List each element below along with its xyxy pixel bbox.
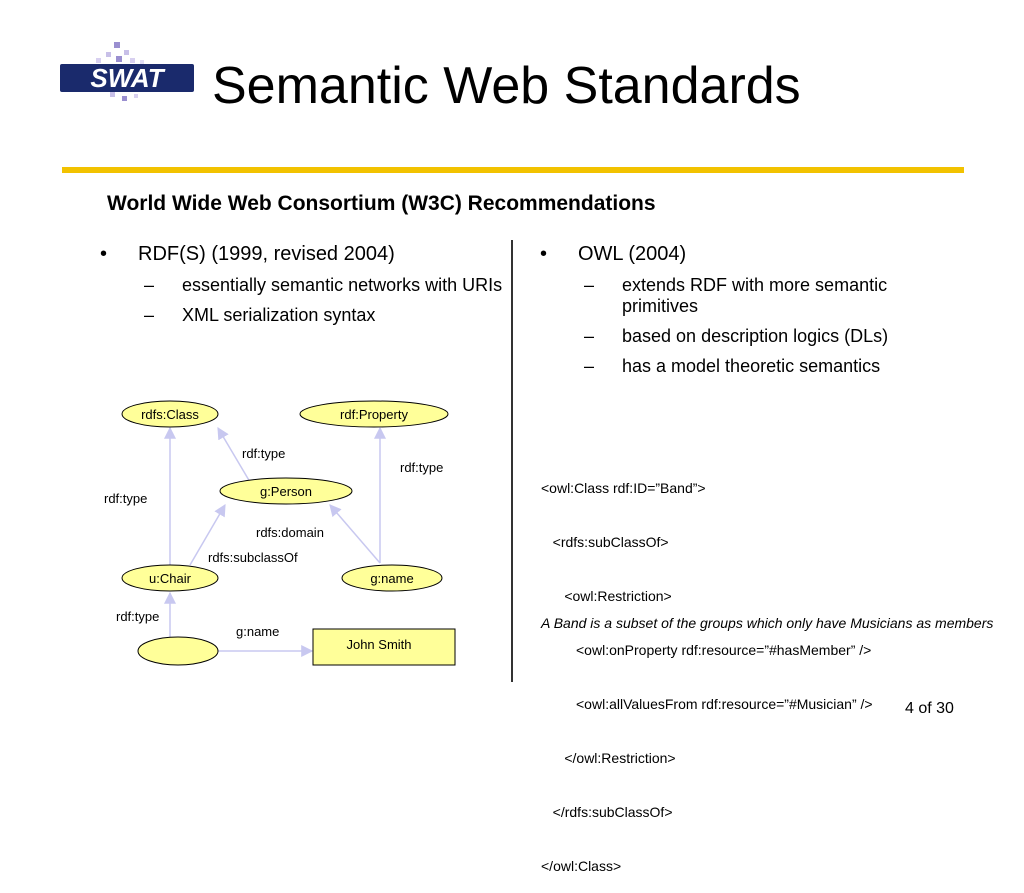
code-caption: A Band is a subset of the groups which o… (541, 615, 994, 631)
edge-label: rdf:type (400, 460, 443, 475)
node-label: u:Chair (149, 571, 192, 586)
code-line: <owl:Class rdf:ID=”Band”> (541, 480, 706, 496)
title-underline (62, 167, 964, 173)
sub-item-text: based on description logics (DLs) (622, 326, 889, 346)
sub-item: –has a model theoretic semantics (584, 356, 881, 376)
bullet-owl: •OWL (2004) (540, 243, 687, 265)
node-label: rdf:Property (340, 407, 408, 422)
logo-pixel-squares (96, 42, 144, 101)
sub-item-text: essentially semantic networks with URIs (182, 275, 503, 295)
code-line: <owl:onProperty rdf:resource=”#hasMember… (541, 642, 872, 658)
logo-text: SWAT (90, 63, 165, 93)
page-title: Semantic Web Standards (212, 57, 801, 115)
sub-item: –based on description logics (DLs) (584, 326, 889, 346)
node-label: g:Person (260, 484, 312, 499)
sub-item-text: extends RDF with more semantic primitive… (622, 275, 888, 316)
diagram-edges (164, 426, 386, 657)
edge-label: g:name (236, 624, 279, 639)
node-blank (137, 636, 219, 666)
edge-label: rdfs:domain (256, 525, 324, 540)
node-label: g:name (370, 571, 413, 586)
bullet-rdfs: •RDF(S) (1999, revised 2004) (100, 243, 395, 265)
code-line: <rdfs:subClassOf> (541, 534, 669, 550)
bullet-rdfs-text: RDF(S) (1999, revised 2004) (138, 243, 395, 265)
node-john-smith (312, 628, 456, 666)
edge-label: rdf:type (242, 446, 285, 461)
edge-chair-to-person (189, 503, 226, 566)
sub-item-text: XML serialization syntax (182, 305, 376, 325)
left-column: •RDF(S) (1999, revised 2004) –essentiall… (100, 242, 520, 326)
node-rdfs-class (121, 400, 219, 428)
edge-person-to-class (217, 426, 251, 483)
node-g-name (341, 564, 443, 592)
owl-code-block: <owl:Class rdf:ID=”Band”> <rdfs:subClass… (541, 443, 873, 893)
diagram-nodes (121, 400, 456, 666)
node-g-person (219, 477, 353, 505)
sub-item: –XML serialization syntax (144, 305, 376, 325)
page-number: 4 of 30 (905, 700, 954, 717)
column-divider (511, 240, 513, 682)
edge-label: rdfs:subclassOf (208, 550, 298, 565)
right-column: •OWL (2004) –extends RDF with more seman… (540, 242, 960, 377)
bullet-owl-text: OWL (2004) (578, 243, 687, 265)
node-u-chair (121, 564, 219, 592)
code-line: </rdfs:subClassOf> (541, 804, 673, 820)
sub-item-text: has a model theoretic semantics (622, 356, 881, 376)
logo-bar (60, 64, 194, 92)
code-line: <owl:allValuesFrom rdf:resource=”#Musici… (541, 696, 873, 712)
node-rdf-property (299, 400, 449, 428)
sub-item: –extends RDF with more semantic primitiv… (584, 275, 888, 316)
sub-item: –essentially semantic networks with URIs (144, 275, 503, 295)
code-line: <owl:Restriction> (541, 588, 672, 604)
subtitle: World Wide Web Consortium (W3C) Recommen… (107, 192, 656, 215)
code-line: </owl:Restriction> (541, 750, 676, 766)
edge-label: rdf:type (116, 609, 159, 624)
node-label: rdfs:Class (141, 407, 199, 422)
rdf-diagram: rdfs:Class rdf:Property g:Person u:Chair… (104, 400, 456, 666)
node-label: John Smith (346, 637, 411, 652)
code-line: </owl:Class> (541, 858, 622, 874)
edge-name-to-person (329, 504, 381, 564)
edge-label: rdf:type (104, 491, 147, 506)
swat-logo: SWAT (60, 42, 194, 101)
